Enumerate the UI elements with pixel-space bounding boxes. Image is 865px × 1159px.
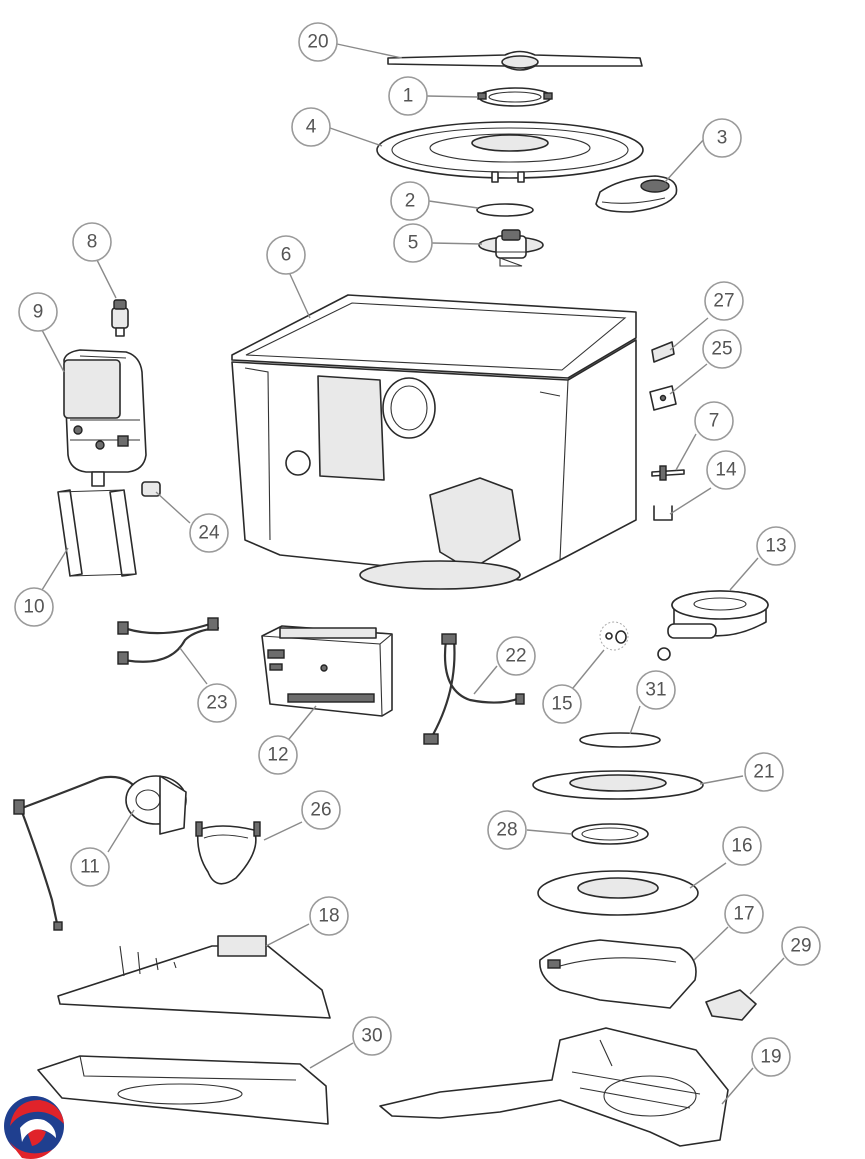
callout-24: 24 bbox=[189, 513, 229, 553]
callout-25: 25 bbox=[702, 329, 742, 369]
callout-label: 19 bbox=[760, 1047, 781, 1068]
callout-20: 20 bbox=[298, 22, 338, 62]
part-14-spring-clip[interactable] bbox=[653, 505, 673, 521]
part-11-drain-pump[interactable] bbox=[13, 775, 187, 931]
part-27-bracket[interactable] bbox=[651, 341, 675, 363]
callout-label: 4 bbox=[306, 117, 317, 138]
callout-1: 1 bbox=[388, 76, 428, 116]
callout-4: 4 bbox=[291, 107, 331, 147]
callout-label: 17 bbox=[733, 904, 754, 925]
callout-17: 17 bbox=[724, 894, 764, 934]
callout-18: 18 bbox=[309, 896, 349, 936]
callout-label: 24 bbox=[198, 523, 220, 544]
callout-14: 14 bbox=[706, 450, 746, 490]
callout-19: 19 bbox=[751, 1037, 791, 1077]
callout-label: 30 bbox=[361, 1026, 382, 1047]
callout-26: 26 bbox=[301, 790, 341, 830]
callout-15: 15 bbox=[542, 684, 582, 724]
part-21-seal-ring[interactable] bbox=[532, 770, 704, 800]
callout-16: 16 bbox=[722, 826, 762, 866]
part-20-upper-spray-arm[interactable] bbox=[387, 50, 643, 71]
callout-label: 1 bbox=[403, 86, 414, 107]
part-6-tub[interactable] bbox=[231, 294, 637, 590]
part-12-control-board[interactable] bbox=[261, 625, 393, 717]
callout-label: 20 bbox=[307, 32, 328, 53]
part-4-filter-disc[interactable] bbox=[376, 121, 644, 183]
part-18-base-panel[interactable] bbox=[57, 935, 331, 1019]
callout-label: 6 bbox=[281, 245, 292, 266]
part-8-valve[interactable] bbox=[111, 299, 129, 337]
part-29-flap[interactable] bbox=[705, 989, 757, 1021]
part-24-clip[interactable] bbox=[141, 481, 161, 497]
callout-label: 18 bbox=[318, 906, 339, 927]
callout-21: 21 bbox=[744, 752, 784, 792]
callout-27: 27 bbox=[704, 281, 744, 321]
callout-label: 7 bbox=[709, 411, 720, 432]
part-30-kick-plate[interactable] bbox=[37, 1055, 329, 1125]
part-25-plate[interactable] bbox=[649, 385, 677, 411]
callout-label: 23 bbox=[206, 693, 227, 714]
part-19-base-frame[interactable] bbox=[379, 1027, 729, 1147]
callout-13: 13 bbox=[756, 526, 796, 566]
part-31-gasket[interactable] bbox=[579, 732, 661, 748]
part-15-o-rings[interactable] bbox=[599, 621, 629, 651]
callout-8: 8 bbox=[72, 222, 112, 262]
callout-label: 11 bbox=[80, 857, 100, 878]
callout-label: 2 bbox=[405, 191, 416, 212]
callout-label: 21 bbox=[753, 762, 774, 783]
callout-12: 12 bbox=[258, 735, 298, 775]
part-5-impeller[interactable] bbox=[478, 229, 544, 267]
callout-label: 10 bbox=[23, 597, 44, 618]
callout-label: 22 bbox=[505, 646, 526, 667]
callout-10: 10 bbox=[14, 587, 54, 627]
part-16-base-tray[interactable] bbox=[537, 870, 699, 916]
callout-label: 26 bbox=[310, 800, 331, 821]
callout-label: 16 bbox=[731, 836, 752, 857]
callout-7: 7 bbox=[694, 401, 734, 441]
callout-28: 28 bbox=[487, 810, 527, 850]
part-1-ring[interactable] bbox=[477, 87, 553, 107]
part-3-filter-cartridge[interactable] bbox=[595, 175, 678, 213]
callout-31: 31 bbox=[636, 670, 676, 710]
brand-swirl-logo-icon bbox=[4, 1096, 64, 1159]
part-13-heater-pump[interactable] bbox=[657, 590, 769, 661]
callout-29: 29 bbox=[781, 926, 821, 966]
part-10-mounting-frame[interactable] bbox=[57, 489, 137, 577]
callout-3: 3 bbox=[702, 118, 742, 158]
callout-9: 9 bbox=[18, 292, 58, 332]
part-26-clamp-bracket[interactable] bbox=[195, 821, 261, 885]
callout-label: 3 bbox=[717, 128, 728, 149]
callout-11: 11 bbox=[70, 847, 110, 887]
callout-5: 5 bbox=[393, 223, 433, 263]
callout-label: 9 bbox=[33, 302, 44, 323]
part-23-wire-harness[interactable] bbox=[117, 617, 220, 665]
callout-label: 28 bbox=[496, 820, 517, 841]
callout-23: 23 bbox=[197, 683, 237, 723]
part-28-ring[interactable] bbox=[571, 823, 649, 845]
callout-leaders bbox=[41, 43, 785, 1105]
callout-label: 13 bbox=[765, 536, 786, 557]
callout-label: 14 bbox=[715, 460, 737, 481]
part-22-wire-harness[interactable] bbox=[423, 633, 525, 745]
callout-label: 15 bbox=[551, 694, 572, 715]
callout-label: 25 bbox=[711, 339, 732, 360]
part-2-o-ring[interactable] bbox=[476, 203, 534, 217]
callout-label: 12 bbox=[267, 745, 288, 766]
callout-6: 6 bbox=[266, 235, 306, 275]
callout-label: 29 bbox=[790, 936, 811, 957]
callout-2: 2 bbox=[390, 181, 430, 221]
callout-30: 30 bbox=[352, 1016, 392, 1056]
callout-label: 27 bbox=[713, 291, 734, 312]
part-17-sump-housing[interactable] bbox=[539, 939, 697, 1009]
callout-label: 5 bbox=[408, 233, 419, 254]
callout-22: 22 bbox=[496, 636, 536, 676]
callout-label: 31 bbox=[645, 680, 666, 701]
part-7-pin[interactable] bbox=[651, 465, 685, 481]
callout-label: 8 bbox=[87, 232, 98, 253]
part-9-electronic-module[interactable] bbox=[63, 349, 147, 487]
